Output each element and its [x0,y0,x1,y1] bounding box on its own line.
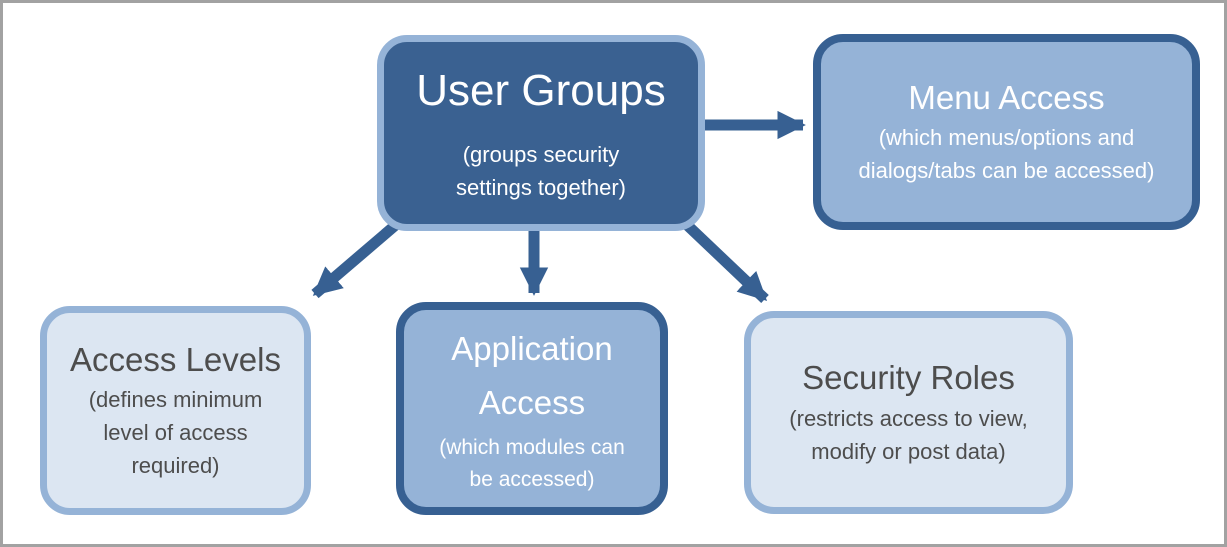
title-line: Application [451,329,613,367]
subtitle-line: (which modules can [439,436,625,460]
subtitle-line: (which menus/options and [878,125,1135,151]
subtitle-line: required) [131,453,220,479]
subtitle-line: (restricts access to view, [789,405,1028,431]
node-application-access: Application Access (which modules can be… [396,302,668,515]
node-security-roles: Security Roles (restricts access to view… [744,311,1073,514]
subtitle-line: modify or post data) [811,438,1006,464]
security-roles-subtitle: (restricts access to view, modify or pos… [789,402,1027,468]
arrow-user-groups-to-access-levels [311,218,402,299]
subtitle-line: (defines minimum [88,387,263,413]
node-access-levels: Access Levels (defines minimum level of … [40,306,311,515]
menu-access-subtitle: (which menus/options and dialogs/tabs ca… [859,121,1155,187]
user-groups-subtitle: (groups security settings together) [456,138,626,204]
connector-arrows [311,110,806,303]
access-levels-title: Access Levels [70,340,281,378]
access-levels-subtitle: (defines minimum level of access require… [89,383,263,482]
security-roles-title: Security Roles [802,359,1015,397]
arrow-user-groups-to-security-roles [681,219,769,303]
subtitle-line: level of access [103,420,248,446]
application-access-subtitle: (which modules can be accessed) [439,432,625,495]
menu-access-title: Menu Access [908,78,1105,116]
application-access-title: Application Access [451,322,612,431]
subtitle-line: be accessed) [469,467,595,491]
subtitle-line: settings together) [456,174,626,200]
node-menu-access: Menu Access (which menus/options and dia… [813,34,1200,230]
subtitle-line: (groups security [462,141,620,167]
node-user-groups: User Groups (groups security settings to… [377,35,705,231]
subtitle-line: dialogs/tabs can be accessed) [858,158,1155,184]
title-line: Access [478,384,586,421]
user-groups-title: User Groups [416,65,666,115]
